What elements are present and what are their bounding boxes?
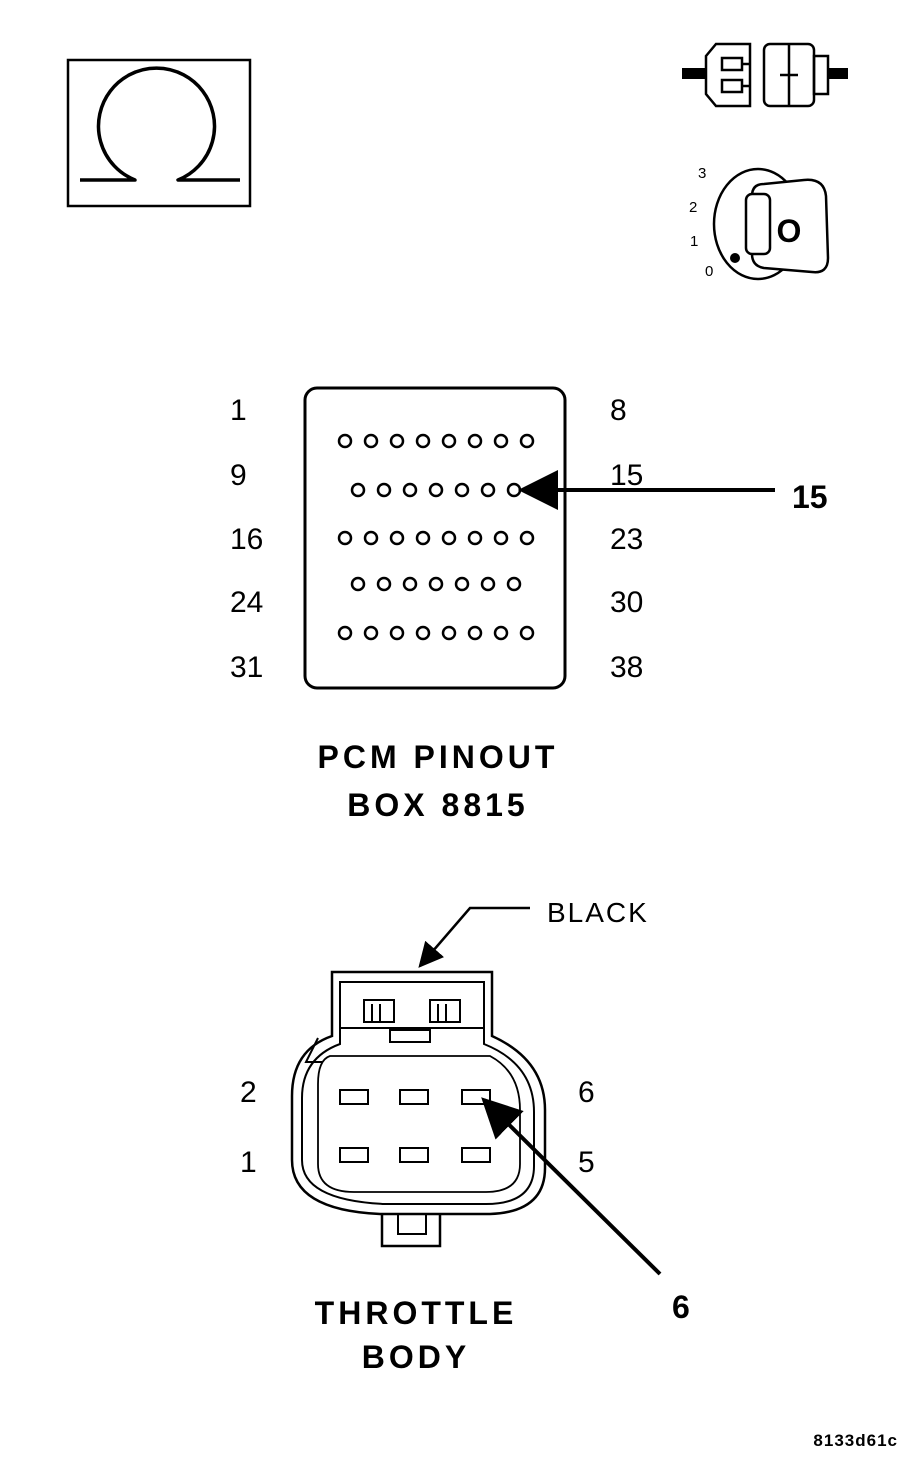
pcm-title-line2: BOX 8815 <box>347 787 528 823</box>
ignition-position-3: 3 <box>698 165 706 182</box>
throttle-label-2: 2 <box>240 1076 257 1109</box>
pcm-callout-label: 15 <box>792 479 828 515</box>
pcm-connector: 1 9 16 24 31 8 15 23 30 38 15 PCM PINOUT BOX 881… <box>230 386 828 823</box>
pcm-left-label: 16 <box>230 523 263 556</box>
pcm-pin <box>480 482 496 498</box>
ignition-position-2: 2 <box>689 199 697 216</box>
ignition-key-label: O <box>777 213 802 249</box>
throttle-callout-arrow <box>481 1097 662 1276</box>
pcm-pin <box>506 576 522 592</box>
figure-code: 8133d61c <box>813 1431 898 1450</box>
pcm-pin <box>428 576 444 592</box>
pcm-left-label: 9 <box>230 459 247 492</box>
pcm-right-labels: 8 15 23 30 38 <box>610 394 643 684</box>
pcm-pin <box>415 625 431 641</box>
pcm-left-label: 31 <box>230 651 263 684</box>
pcm-pin <box>480 576 496 592</box>
pcm-pin <box>337 625 353 641</box>
pcm-pin-grid <box>337 433 535 641</box>
throttle-terminal <box>461 1147 491 1163</box>
throttle-terminals <box>339 1089 491 1163</box>
pcm-pin <box>389 530 405 546</box>
ohm-icon <box>66 58 252 208</box>
pcm-pin <box>376 482 392 498</box>
pcm-right-label: 38 <box>610 651 643 684</box>
pcm-pin <box>441 433 457 449</box>
connector-disconnected-icon <box>682 42 848 108</box>
pcm-pin <box>402 576 418 592</box>
throttle-terminal <box>339 1147 369 1163</box>
pcm-pin <box>363 433 379 449</box>
pcm-right-label: 30 <box>610 586 643 619</box>
pcm-right-label: 15 <box>610 459 643 492</box>
throttle-label-6: 6 <box>578 1076 595 1109</box>
throttle-title-line2: BODY <box>362 1339 470 1375</box>
pcm-pin <box>493 433 509 449</box>
pcm-pin <box>415 530 431 546</box>
pcm-pin <box>467 433 483 449</box>
throttle-terminal <box>339 1089 369 1105</box>
pcm-right-label: 8 <box>610 394 627 427</box>
pcm-pin <box>467 530 483 546</box>
pcm-pin <box>519 433 535 449</box>
throttle-callout-label: 6 <box>672 1289 690 1325</box>
pcm-pin <box>337 433 353 449</box>
pcm-pin <box>376 576 392 592</box>
pcm-pin <box>402 482 418 498</box>
pcm-pin <box>493 530 509 546</box>
pcm-pin <box>519 625 535 641</box>
pcm-left-label: 24 <box>230 586 263 619</box>
pcm-left-label: 1 <box>230 394 247 427</box>
pcm-pin <box>454 482 470 498</box>
pcm-pin <box>506 482 522 498</box>
pcm-pin <box>428 482 444 498</box>
pcm-pin <box>363 625 379 641</box>
pcm-pin <box>493 625 509 641</box>
throttle-label-1: 1 <box>240 1146 257 1179</box>
connector-color-label: BLACK <box>547 897 649 928</box>
throttle-body-connector: BLACK 2 1 6 5 6 THROTTLE BODY <box>240 897 690 1375</box>
pcm-pin <box>389 625 405 641</box>
ignition-position-0: 0 <box>705 263 713 280</box>
pcm-pin <box>441 625 457 641</box>
pcm-pin <box>389 433 405 449</box>
ignition-key-icon: 3 2 1 0 O <box>689 165 830 281</box>
pcm-pin <box>350 576 366 592</box>
pcm-pin <box>454 576 470 592</box>
throttle-terminal <box>399 1147 429 1163</box>
pcm-pin <box>441 530 457 546</box>
pcm-title-line1: PCM PINOUT <box>318 739 559 775</box>
pcm-pin <box>415 433 431 449</box>
throttle-label-5: 5 <box>578 1146 595 1179</box>
throttle-title-line1: THROTTLE <box>315 1295 518 1331</box>
pcm-pin <box>467 625 483 641</box>
black-label-leader <box>418 906 530 968</box>
pcm-pin <box>337 530 353 546</box>
ignition-position-1: 1 <box>690 233 698 250</box>
pcm-pin <box>363 530 379 546</box>
throttle-terminal <box>399 1089 429 1105</box>
pcm-left-labels: 1 9 16 24 31 <box>230 394 263 684</box>
pcm-pin <box>519 530 535 546</box>
pcm-right-label: 23 <box>610 523 643 556</box>
pcm-pin <box>350 482 366 498</box>
